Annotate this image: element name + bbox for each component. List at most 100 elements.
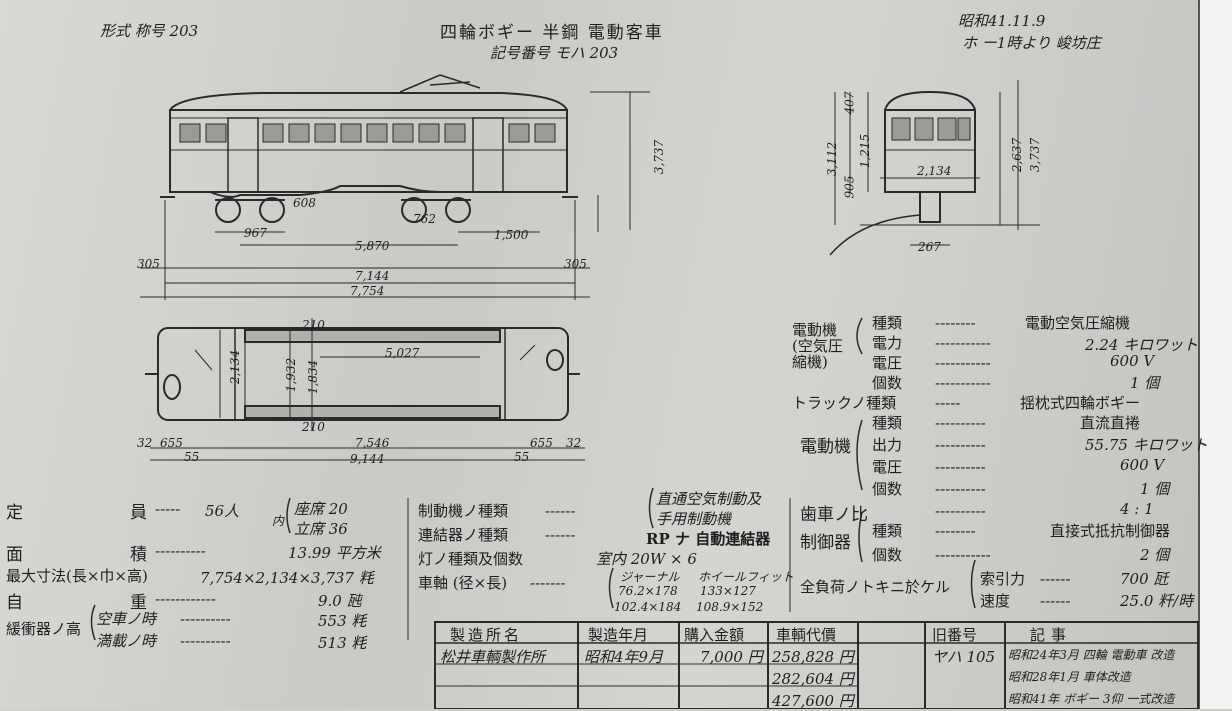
side-undercarriage (160, 74, 578, 223)
form-number: 形式 称号 203 (100, 22, 199, 40)
dim-end-track: 2,637 (1010, 137, 1025, 173)
spec-coupler-label: 連結器ノ種類 (418, 526, 509, 544)
dim-overhang-right: 305 (564, 257, 587, 271)
end-dims (834, 80, 1040, 246)
spec-motor-r1-label: 種類 (872, 414, 903, 432)
spec-ctrl-r1-dash: -------- (935, 522, 976, 540)
dim-plan-width-outer: 2,134 (228, 349, 243, 385)
dim-end-width: 2,134 (917, 164, 952, 178)
spec-load-r1-dash: ------ (1040, 570, 1071, 588)
spec-ctrl-r2-dash: ----------- (935, 546, 991, 564)
dim-plan-length: 9,144 (350, 452, 385, 466)
spec-load-r1-label: 索引力 (980, 570, 1026, 588)
table-head-notes: 記事 (1030, 626, 1073, 644)
spec-ctrl-r1-label: 種類 (872, 522, 903, 540)
spec-buffer-full-value: 513 粍 (318, 634, 367, 652)
dim-plan-width-inner: 1,932 (284, 357, 299, 393)
dim-wheelbase: 1,500 (494, 228, 529, 242)
dim-wheel-dia-2: 762 (413, 212, 436, 226)
spec-buffer-empty-value: 553 粍 (318, 612, 367, 630)
spec-motor-r3-dash: ---------- (935, 458, 986, 476)
spec-comp-r2-dash: ----------- (935, 334, 991, 352)
spec-lines (90, 317, 976, 641)
dim-overhang-left: 305 (137, 257, 160, 271)
spec-area-value: 13.99 平方米 (288, 544, 381, 562)
drawing-date: 昭和41.11.9 (958, 12, 1046, 30)
spec-truck-value: 揺枕式四輪ボギー (1020, 394, 1141, 412)
dim-seat-depth-2: 210 (302, 420, 325, 434)
spec-load-r1-value: 700 瓩 (1120, 570, 1169, 588)
dim-seat-depth: 210 (302, 318, 325, 332)
spec-buffer-full-dash: ---------- (180, 632, 231, 650)
dim-plan-left-step: 655 (160, 436, 183, 450)
spec-truck-dash: ----- (935, 394, 961, 412)
spec-brake-value-1: 直通空気制動及 (656, 490, 762, 508)
side-dims (140, 91, 650, 300)
bottom-table-lines (434, 621, 1199, 709)
spec-comp-r2-label: 電力 (872, 334, 903, 352)
spec-load-r2-label: 速度 (980, 592, 1011, 610)
spec-motor-r3-label: 電圧 (872, 458, 903, 476)
spec-motor-r2-label: 出力 (872, 436, 903, 454)
spec-comp-r1-label: 種類 (872, 314, 903, 332)
spec-weight-dash: ------------ (155, 590, 216, 608)
side-view (169, 92, 568, 193)
spec-controller-group: 制御器 (800, 533, 851, 553)
table-old-number: ヤハ 105 (932, 648, 996, 666)
spec-coupler-stamp: RP ナ 自動連結器 (646, 530, 771, 548)
plan-dims (150, 318, 585, 461)
dim-plan-center: 7,546 (355, 436, 390, 450)
spec-capacity-dash: ----- (155, 500, 181, 518)
dim-roof: 407 (842, 91, 857, 115)
axle-col2-head: ホイールフィット (698, 570, 794, 584)
dim-plan-right-end: 32 (566, 436, 582, 450)
dim-body-length: 7,144 (355, 269, 390, 283)
spec-coupler-dash: ------ (545, 526, 576, 544)
dim-seat-width: 1,834 (306, 359, 321, 395)
side-windows (179, 123, 556, 143)
table-note-3: 昭和41年 ボギー 3仰 一式改造 (1008, 692, 1175, 706)
spec-seated: 座席 20 (294, 500, 348, 518)
dim-plan-left-end: 32 (137, 436, 153, 450)
spec-compressor-group: 電動機 (空気圧縮機) (792, 321, 843, 371)
spec-area-dash: ---------- (155, 542, 206, 560)
spec-capacity-sub: 員 (130, 503, 147, 523)
spec-capacity-extra-prefix: 内 (272, 514, 285, 528)
dim-seat-length: 5,027 (385, 346, 420, 360)
axle-row1-col2: 133×127 (700, 584, 756, 598)
dim-total-length: 7,754 (350, 284, 385, 298)
axle-row2-col2: 108.9×152 (696, 600, 764, 614)
table-value-1: 258,828 円 (772, 648, 854, 666)
dim-plan-left-b: 55 (184, 450, 200, 464)
table-head-price: 購入金額 (684, 626, 745, 644)
spec-comp-r3-value: 600 V (1110, 352, 1155, 370)
spec-gear-value: 4 : 1 (1120, 500, 1154, 518)
dim-h3: 905 (842, 175, 857, 199)
spec-ctrl-r2-label: 個数 (872, 546, 903, 564)
page-edge (1198, 0, 1232, 709)
dim-end-height: 3,737 (1028, 137, 1043, 173)
spec-comp-r4-dash: ----------- (935, 374, 991, 392)
spec-gear-dash: ---------- (935, 502, 986, 520)
spec-load-r2-dash: ------ (1040, 592, 1071, 610)
spec-axle-label: 車軸 (径×長) (418, 574, 508, 592)
spec-lamp-value: 室内 20W × 6 (596, 550, 697, 568)
spec-motor-r3-value: 600 V (1120, 456, 1165, 474)
end-view (829, 90, 976, 256)
dim-wheel-dia: 608 (293, 196, 316, 210)
spec-comp-r1-dash: -------- (935, 314, 976, 332)
spec-motor-r1-dash: ---------- (935, 414, 986, 432)
dim-height: 3,737 (652, 139, 667, 175)
spec-comp-r4-label: 個数 (872, 374, 903, 392)
table-note-1: 昭和24年3月 四輪 電動車 改造 (1008, 648, 1175, 662)
spec-axle-dash: ------- (530, 574, 566, 592)
spec-motor-r4-label: 個数 (872, 480, 903, 498)
spec-truck-label: トラックノ種類 (792, 394, 897, 412)
spec-buffer-full-label: 満載ノ時 (96, 632, 157, 650)
spec-capacity-label: 定 (6, 503, 23, 523)
spec-motor-r4-dash: ---------- (935, 480, 986, 498)
end-windows (891, 117, 971, 141)
symbol-number: 記号番号 モハ 203 (490, 44, 619, 62)
